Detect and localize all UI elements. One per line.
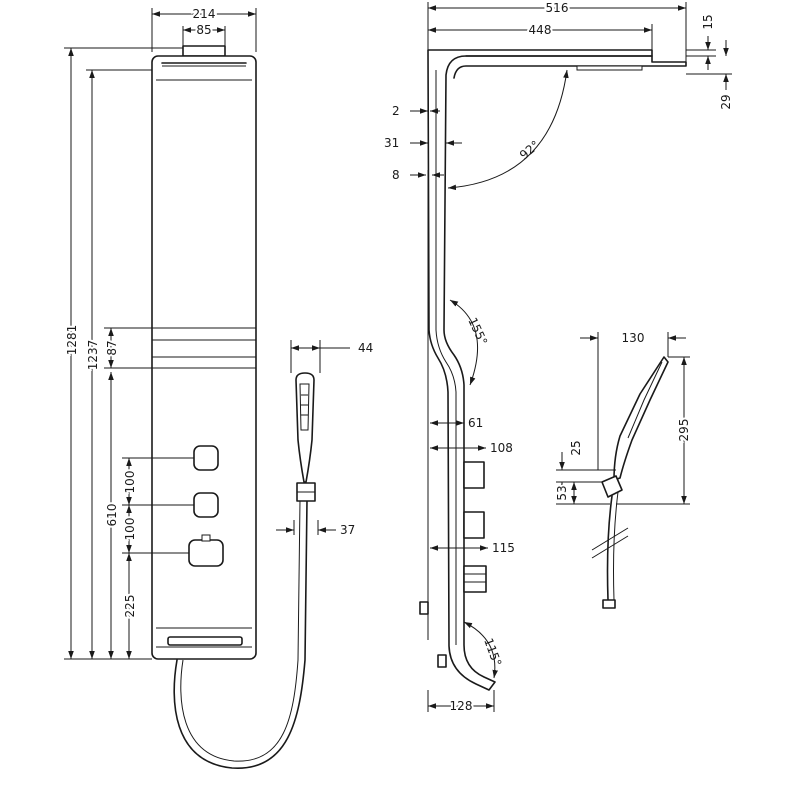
dim-section-height: 87	[105, 340, 119, 355]
dim-bottom-height: 225	[123, 595, 137, 618]
side-knob-top	[463, 461, 485, 489]
side-view	[419, 49, 687, 691]
dim-head-thickness: 15	[701, 14, 715, 29]
dim-offset-8: 8	[392, 168, 400, 182]
top-connector	[182, 45, 226, 57]
dim-control-height: 610	[105, 504, 119, 527]
detail-dimensions: 130 295 25 53	[553, 331, 693, 505]
wall-connector	[419, 601, 429, 615]
dim-spacing-a: 100	[123, 471, 137, 494]
dim-offset-31: 31	[384, 136, 399, 150]
handshower-detail	[591, 356, 669, 609]
detail-hand-shower	[613, 356, 669, 481]
dim-inner-height: 1237	[86, 340, 100, 371]
dim-angle-155: 155°	[465, 315, 490, 347]
dim-spacing-b: 100	[123, 518, 137, 541]
thermostat-knob	[188, 539, 224, 567]
dim-base-depth: 128	[450, 699, 473, 713]
dim-offset-2: 2	[392, 104, 400, 118]
dim-nozzle-width: 85	[196, 23, 211, 37]
dim-depth-61: 61	[468, 416, 483, 430]
dim-holder-25: 25	[569, 440, 583, 455]
control-knob-top	[193, 445, 219, 471]
side-knob-middle	[463, 511, 485, 539]
shower-hose	[173, 499, 308, 769]
dim-panel-width: 214	[193, 7, 216, 21]
dim-head-height: 29	[719, 94, 733, 109]
front-view	[151, 45, 316, 769]
overhead-shower-head	[453, 55, 687, 79]
dim-depth-108: 108	[490, 441, 513, 455]
dim-total-height: 1281	[65, 325, 79, 356]
dim-arm-length: 516	[546, 1, 569, 15]
control-knob-middle	[193, 492, 219, 518]
dim-angle-115: 115°	[481, 636, 504, 668]
detail-hose	[606, 495, 613, 601]
front-dimensions: 214 85 1281 1237 87 610 100 100 225	[63, 5, 373, 660]
side-thermostat	[463, 565, 487, 593]
dim-handshower-width: 44	[358, 341, 373, 355]
detail-holder	[601, 475, 623, 498]
bottom-shelf	[167, 636, 243, 646]
dim-hand-height: 295	[677, 419, 691, 442]
dim-holder-width: 37	[340, 523, 355, 537]
dim-angle-92: 92°	[517, 138, 542, 162]
dim-hand-reach: 130	[622, 331, 645, 345]
hand-shower	[295, 372, 315, 483]
dim-depth-115: 115	[492, 541, 515, 555]
bottom-connector	[437, 654, 447, 668]
dim-holder-53: 53	[555, 485, 569, 500]
dim-head-depth: 448	[529, 23, 552, 37]
